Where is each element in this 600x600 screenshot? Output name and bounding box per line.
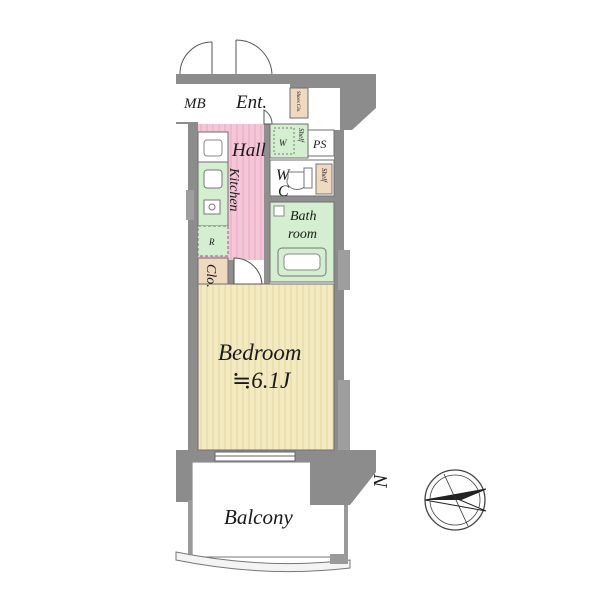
bath-label-1: Bath <box>290 209 316 224</box>
entrance-doors <box>179 39 273 77</box>
kitchen-counter <box>197 131 229 257</box>
ps-label: PS <box>312 137 326 151</box>
wc-room <box>269 159 335 197</box>
ent-label: Ent. <box>235 92 267 113</box>
mb-room <box>176 84 224 122</box>
bedroom-floor <box>197 283 335 451</box>
wc-label-c: C <box>278 183 289 200</box>
bathroom <box>269 201 335 283</box>
closet-label: Clo. <box>203 264 218 288</box>
fridge-label: R <box>208 237 215 247</box>
washer-label: W <box>279 138 288 148</box>
bath-label-2: room <box>288 227 317 242</box>
wc-label-w: W <box>276 167 291 184</box>
shelf-label-wc: Shelf <box>320 168 328 183</box>
interior-doors <box>233 109 273 285</box>
mb-label: MB <box>183 96 206 112</box>
bedroom-label: Bedroom <box>218 340 301 365</box>
kitchen-floor <box>230 160 264 260</box>
bedroom-area-label: ≒6.1J <box>232 368 292 393</box>
shoes-closet <box>289 87 309 119</box>
kitchen-label: Kitchen <box>226 167 241 212</box>
shoes-closet-label: Shoes Clo. <box>295 91 300 112</box>
hall-label: Hall <box>231 140 266 161</box>
compass-north-icon: N <box>370 469 487 531</box>
shelf-label-top: Shelf <box>297 128 305 143</box>
balcony-label: Balcony <box>224 505 293 529</box>
entrance-area <box>226 84 290 120</box>
washer-area <box>269 123 309 159</box>
north-label: N <box>370 473 392 489</box>
ps-space <box>307 129 335 157</box>
bedroom-window <box>214 451 296 462</box>
